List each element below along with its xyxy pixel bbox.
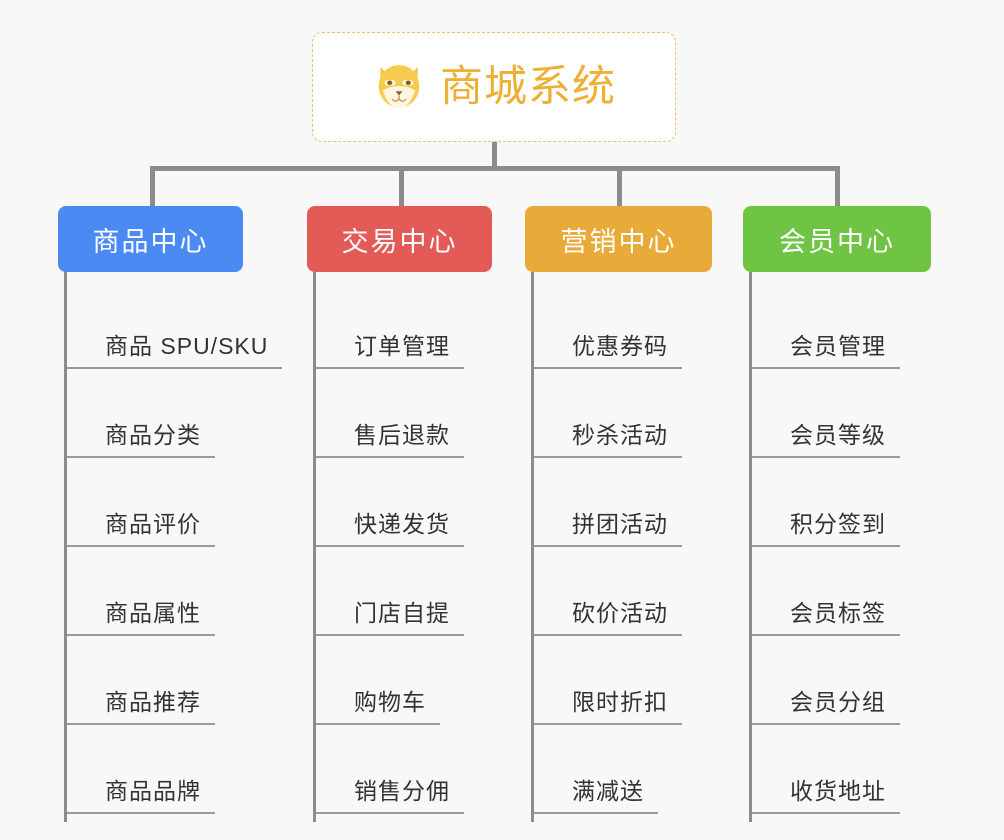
branch-column-1: 商品中心 商品 SPU/SKU 商品分类 商品评价 商品属性 商品推荐 商品品牌	[58, 206, 283, 822]
branch-column-4: 会员中心 会员管理 会员等级 积分签到 会员标签 会员分组 收货地址	[743, 206, 943, 822]
leaf-label: 满减送	[572, 778, 644, 804]
category-header-4[interactable]: 会员中心	[743, 206, 931, 272]
connector-root-stem	[492, 142, 497, 170]
leaf-item[interactable]: 积分签到	[749, 458, 943, 547]
leaf-list-4: 会员管理 会员等级 积分签到 会员标签 会员分组 收货地址	[743, 272, 943, 822]
leaf-item[interactable]: 会员等级	[749, 369, 943, 458]
leaf-label: 积分签到	[790, 511, 886, 537]
branch-column-3: 营销中心 优惠券码 秒杀活动 拼团活动 砍价活动 限时折扣 满减送	[525, 206, 725, 822]
leaf-label: 商品品牌	[105, 778, 201, 804]
leaf-item[interactable]: 售后退款	[313, 369, 507, 458]
leaf-label: 快递发货	[354, 511, 450, 537]
leaf-label: 商品评价	[105, 511, 201, 537]
leaf-item[interactable]: 商品 SPU/SKU	[64, 280, 283, 369]
trunk-line-1	[64, 272, 67, 822]
connector-drop-2	[399, 166, 404, 208]
leaf-label: 会员分组	[790, 689, 886, 715]
leaf-item[interactable]: 商品推荐	[64, 636, 278, 725]
connector-drop-3	[617, 166, 622, 208]
leaf-item[interactable]: 商品分类	[64, 369, 278, 458]
leaf-item[interactable]: 收货地址	[749, 725, 943, 814]
leaf-label: 砍价活动	[572, 600, 668, 626]
trunk-line-4	[749, 272, 752, 822]
leaf-label: 售后退款	[354, 422, 450, 448]
category-header-2[interactable]: 交易中心	[307, 206, 492, 272]
shiba-dog-face-icon	[378, 65, 420, 109]
leaf-label: 商品 SPU/SKU	[105, 333, 269, 359]
category-label-3: 营销中心	[560, 226, 677, 257]
leaf-label: 拼团活动	[572, 511, 668, 537]
leaf-item[interactable]: 秒杀活动	[531, 369, 725, 458]
category-header-3[interactable]: 营销中心	[525, 206, 712, 272]
category-header-1[interactable]: 商品中心	[58, 206, 243, 272]
trunk-line-2	[313, 272, 316, 822]
leaf-label: 商品属性	[105, 600, 201, 626]
leaf-list-3: 优惠券码 秒杀活动 拼团活动 砍价活动 限时折扣 满减送	[525, 272, 725, 822]
category-label-4: 会员中心	[779, 226, 895, 257]
leaf-item[interactable]: 会员管理	[749, 280, 943, 369]
leaf-item[interactable]: 门店自提	[313, 547, 507, 636]
leaf-item[interactable]: 满减送	[531, 725, 725, 814]
leaf-item[interactable]: 拼团活动	[531, 458, 725, 547]
category-label-2: 交易中心	[341, 226, 458, 257]
leaf-label: 商品分类	[105, 422, 201, 448]
leaf-label: 会员标签	[790, 600, 886, 626]
leaf-label: 优惠券码	[572, 333, 668, 359]
leaf-label: 秒杀活动	[572, 422, 668, 448]
leaf-item[interactable]: 快递发货	[313, 458, 507, 547]
leaf-label: 商品推荐	[105, 689, 201, 715]
branch-column-2: 交易中心 订单管理 售后退款 快递发货 门店自提 购物车 销售分佣	[307, 206, 507, 822]
trunk-line-3	[531, 272, 534, 822]
leaf-item[interactable]: 砍价活动	[531, 547, 725, 636]
leaf-item[interactable]: 商品属性	[64, 547, 278, 636]
connector-drop-4	[835, 166, 840, 208]
leaf-list-1: 商品 SPU/SKU 商品分类 商品评价 商品属性 商品推荐 商品品牌	[58, 272, 283, 822]
leaf-item[interactable]: 会员标签	[749, 547, 943, 636]
leaf-item[interactable]: 销售分佣	[313, 725, 507, 814]
leaf-item[interactable]: 限时折扣	[531, 636, 725, 725]
leaf-label: 订单管理	[354, 333, 450, 359]
root-node[interactable]: 商城系统	[312, 32, 676, 142]
leaf-list-2: 订单管理 售后退款 快递发货 门店自提 购物车 销售分佣	[307, 272, 507, 822]
leaf-label: 会员等级	[790, 422, 886, 448]
leaf-item[interactable]: 商品评价	[64, 458, 278, 547]
leaf-item[interactable]: 会员分组	[749, 636, 943, 725]
leaf-label: 购物车	[354, 689, 426, 715]
leaf-label: 限时折扣	[572, 689, 668, 715]
leaf-label: 销售分佣	[354, 778, 450, 804]
root-title: 商城系统	[440, 62, 616, 111]
leaf-item[interactable]: 订单管理	[313, 280, 507, 369]
connector-drop-1	[150, 166, 155, 208]
leaf-item[interactable]: 商品品牌	[64, 725, 278, 814]
leaf-item[interactable]: 购物车	[313, 636, 507, 725]
leaf-label: 收货地址	[790, 778, 886, 804]
leaf-item[interactable]: 优惠券码	[531, 280, 725, 369]
category-label-1: 商品中心	[92, 226, 209, 257]
leaf-label: 门店自提	[354, 600, 450, 626]
leaf-label: 会员管理	[790, 333, 886, 359]
connector-horizontal-bus	[150, 166, 840, 171]
